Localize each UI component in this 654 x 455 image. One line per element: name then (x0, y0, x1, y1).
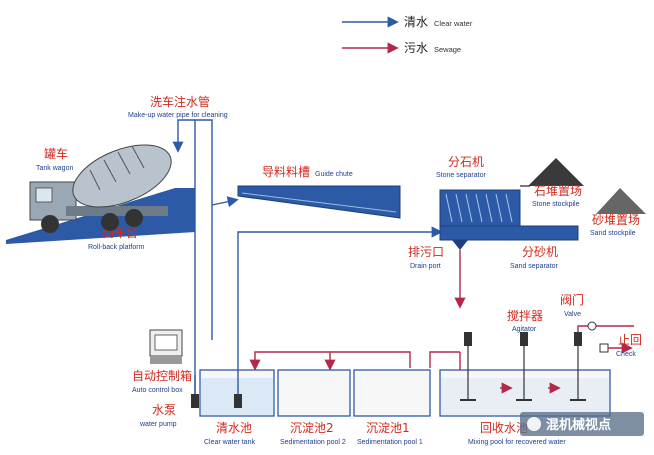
control-box-base (150, 356, 182, 364)
stone-sep-label-cn: 分石机 (448, 155, 484, 169)
valve-icon (587, 321, 597, 331)
agitator-motor-3 (574, 332, 582, 346)
control-label-cn: 自动控制箱 (132, 368, 192, 383)
drain-port-hopper (452, 240, 468, 250)
legend-clear-cn: 清水 (404, 15, 428, 29)
separator-unit: 分石机 Stone separator 分砂机 Sand separator 排… (408, 155, 579, 270)
clear-tank-label-cn: 清水池 (216, 421, 252, 435)
sed1-label-en: Sedimentation pool 1 (357, 439, 423, 446)
agitator-motor-2 (520, 332, 528, 346)
pump-label-en: water pump (139, 421, 177, 428)
overflow-1-to-2 (324, 351, 411, 371)
agitator-label-cn: 搅拌器 (507, 308, 543, 323)
sand-pile-label-cn: 砂堆置场 (592, 213, 640, 227)
drum-ribs (89, 145, 145, 191)
sand-stockpile: 砂堆置场 Sand stockpile (590, 188, 646, 237)
agitator-motor-1 (464, 332, 472, 346)
mixing-label-cn: 回收水池 (480, 421, 528, 435)
chute-label-en: Guide chute (315, 171, 353, 178)
chute-highlight (241, 192, 397, 213)
sed2-label-cn: 沉淀池2 (290, 421, 334, 435)
stone-sep-label-en: Stone separator (436, 172, 486, 179)
tank-wagon: 罐车 Tank wagon (29, 144, 172, 233)
watermark-icon (527, 417, 541, 431)
truck-wheel-front (41, 215, 59, 233)
sedimentation-pool-1 (353, 369, 431, 417)
truck-wheel-rear (125, 209, 143, 227)
truck-wheel-mid (101, 213, 119, 231)
sand-pile-label-en: Sand stockpile (590, 230, 636, 237)
legend-sewage-en: Sewage (434, 45, 461, 54)
watermark-bg (520, 412, 644, 436)
tank-wagon-label-en: Tank wagon (36, 165, 73, 172)
pump-label-cn: 水泵 (152, 403, 176, 417)
mixing-water-fill (441, 378, 609, 415)
sed2-label-en: Sedimentation pool 2 (280, 439, 346, 446)
stone-stockpile: 石堆置场 Stone stockpile (520, 158, 584, 208)
pipe-label-en: Make-up water pipe for cleaning (128, 112, 228, 119)
valve-check: 阀门 Valve 止回 Check (560, 292, 642, 358)
sand-sep-label-en: Sand separator (510, 263, 559, 270)
feed-line-separator (237, 226, 443, 330)
overflow-2-to-clear (249, 351, 330, 371)
tanks: 清水池 Clear water tank 沉淀池2 Sedimentation … (191, 330, 611, 446)
mixer-drum (72, 144, 172, 208)
check-label-en: Check (616, 351, 636, 358)
clear-tank-label-en: Clear water tank (204, 439, 255, 446)
overflow-mix-to-1 (429, 351, 460, 368)
pump-body-2 (234, 394, 242, 408)
makeup-pipe: 洗车注水管 Make-up water pipe for cleaning (128, 94, 228, 395)
rollback-label-en: Roll-back platform (88, 244, 145, 251)
pipe-label-cn: 洗车注水管 (150, 94, 210, 109)
legend-sewage-cn: 污水 (404, 41, 428, 55)
valve-label-en: Valve (564, 311, 581, 318)
watermark-text: 混机械视点 (546, 417, 611, 433)
stone-pile-label-en: Stone stockpile (532, 201, 580, 208)
check-label-cn: 止回 (618, 333, 642, 347)
feed-line-chute (211, 196, 239, 208)
mixing-label-en: Mixing pool for recovered water (468, 439, 566, 446)
valve-line (577, 325, 634, 332)
sand-pile (596, 188, 646, 214)
chute-label-cn: 导料料槽 (262, 165, 310, 179)
legend-clear-en: Clear water (434, 19, 473, 28)
stone-pile-label-cn: 石堆置场 (534, 184, 582, 198)
tank-wagon-label-cn: 罐车 (44, 146, 68, 161)
sed1-label-cn: 沉淀池1 (366, 421, 410, 435)
drain-label-cn: 排污口 (408, 245, 444, 259)
sand-sep-label-cn: 分砂机 (522, 245, 558, 259)
pump-body (191, 394, 199, 408)
control-label-en: Auto control box (132, 387, 183, 394)
auto-control-box: 自动控制箱 Auto control box (132, 329, 192, 394)
truck-chassis (66, 206, 168, 216)
agitator-label-en: Agitator (512, 326, 537, 333)
drain-label-en: Drain port (410, 263, 441, 270)
sedimentation-pool-2 (277, 369, 351, 417)
agitators: 搅拌器 Agitator (460, 308, 586, 401)
stone-pile (528, 158, 584, 186)
watermark: 混机械视点 (520, 412, 644, 436)
check-valve-icon (599, 343, 609, 353)
sand-separator-body (439, 225, 579, 241)
control-box-screen (154, 334, 178, 351)
makeup-pipe-outlet (172, 119, 195, 153)
separator-screw (445, 193, 513, 223)
truck-window (35, 187, 53, 203)
valve-label-cn: 阀门 (560, 292, 584, 307)
guide-chute: 导料料槽 Guide chute (237, 165, 401, 219)
makeup-pipe-line (194, 119, 213, 395)
legend: 清水 Clear water 污水 Sewage (342, 15, 473, 55)
